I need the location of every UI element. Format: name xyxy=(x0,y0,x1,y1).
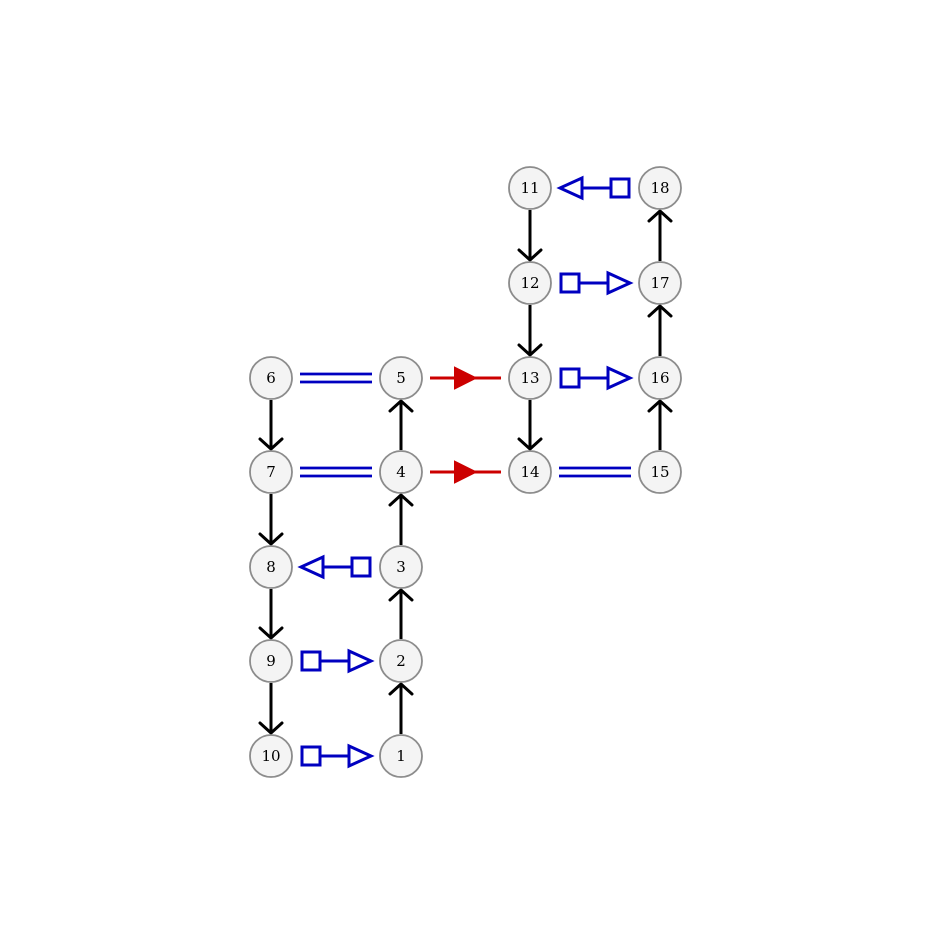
edge-15-16 xyxy=(647,399,673,450)
node-label: 11 xyxy=(520,179,539,197)
edge-7-8 xyxy=(258,494,284,546)
node-18: 18 xyxy=(638,166,682,210)
node-11: 11 xyxy=(508,166,552,210)
edge-14-15 xyxy=(559,466,631,478)
node-circle xyxy=(638,356,682,400)
node-label: 17 xyxy=(650,274,669,292)
node-label: 5 xyxy=(396,369,406,387)
node-circle xyxy=(379,450,423,494)
node-circle xyxy=(249,356,293,400)
edge-5-13 xyxy=(430,366,501,390)
node-16: 16 xyxy=(638,356,682,400)
edges-layer xyxy=(258,175,673,769)
edge-11-12 xyxy=(517,210,543,262)
edge-4-5 xyxy=(388,399,414,450)
node-7: 7 xyxy=(249,450,293,494)
node-label: 9 xyxy=(266,652,276,670)
edge-6-5 xyxy=(300,372,372,384)
edge-12-17 xyxy=(559,270,634,296)
node-15: 15 xyxy=(638,450,682,494)
node-label: 14 xyxy=(520,463,539,481)
node-5: 5 xyxy=(379,356,423,400)
edge-12-13 xyxy=(517,305,543,357)
edge-13-16 xyxy=(559,365,634,391)
node-label: 10 xyxy=(261,747,280,765)
edge-7-4 xyxy=(300,466,372,478)
node-circle xyxy=(508,450,552,494)
node-1: 1 xyxy=(379,734,423,778)
node-label: 6 xyxy=(266,369,276,387)
node-circle xyxy=(638,261,682,305)
node-14: 14 xyxy=(508,450,552,494)
node-circle xyxy=(508,166,552,210)
node-circle xyxy=(379,356,423,400)
node-3: 3 xyxy=(379,545,423,589)
edge-1-2 xyxy=(388,682,414,734)
edge-2-3 xyxy=(388,588,414,639)
node-9: 9 xyxy=(249,639,293,683)
node-circle xyxy=(508,261,552,305)
node-circle xyxy=(508,356,552,400)
node-label: 15 xyxy=(650,463,669,481)
node-circle xyxy=(249,639,293,683)
node-12: 12 xyxy=(508,261,552,305)
node-label: 3 xyxy=(396,558,406,576)
node-circle xyxy=(379,734,423,778)
node-label: 1 xyxy=(396,747,406,765)
node-label: 12 xyxy=(520,274,539,292)
node-circle xyxy=(379,545,423,589)
node-label: 2 xyxy=(396,652,406,670)
node-label: 16 xyxy=(650,369,669,387)
node-13: 13 xyxy=(508,356,552,400)
node-circle xyxy=(249,545,293,589)
node-10: 10 xyxy=(249,734,293,778)
edge-16-17 xyxy=(647,304,673,356)
node-label: 7 xyxy=(266,463,276,481)
node-circle xyxy=(249,450,293,494)
node-6: 6 xyxy=(249,356,293,400)
edge-4-14 xyxy=(430,460,501,484)
edge-8-9 xyxy=(258,589,284,640)
edge-3-4 xyxy=(388,493,414,545)
node-8: 8 xyxy=(249,545,293,589)
node-label: 13 xyxy=(520,369,539,387)
node-circle xyxy=(249,734,293,778)
node-17: 17 xyxy=(638,261,682,305)
node-circle xyxy=(638,450,682,494)
edge-6-7 xyxy=(258,400,284,451)
node-label: 4 xyxy=(396,463,406,481)
edge-13-14 xyxy=(517,400,543,451)
node-circle xyxy=(379,639,423,683)
edge-17-18 xyxy=(647,209,673,261)
edge-9-2 xyxy=(300,648,375,674)
node-label: 18 xyxy=(650,179,669,197)
node-2: 2 xyxy=(379,639,423,683)
edge-9-10 xyxy=(258,683,284,735)
edge-10-1 xyxy=(300,743,375,769)
edge-3-8 xyxy=(297,554,372,580)
node-circle xyxy=(638,166,682,210)
node-4: 4 xyxy=(379,450,423,494)
node-label: 8 xyxy=(266,558,276,576)
edge-18-11 xyxy=(556,175,631,201)
